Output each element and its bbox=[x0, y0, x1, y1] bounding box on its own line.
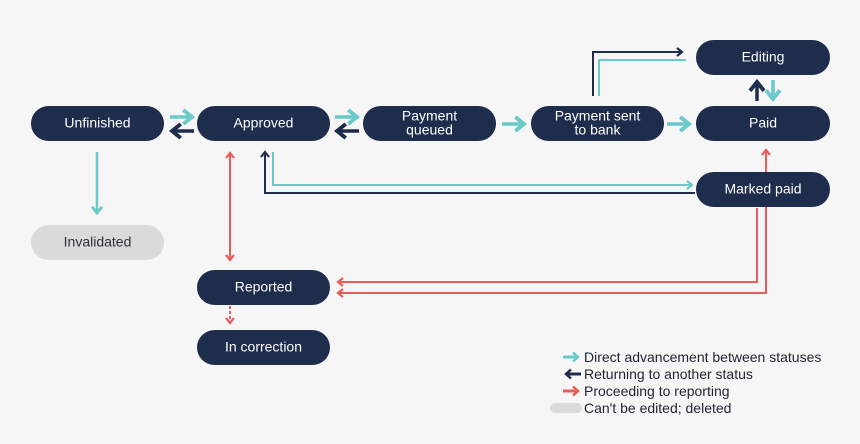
node-payment-sent: Payment sent to bank bbox=[531, 106, 664, 141]
legend-report-label: Proceeding to reporting bbox=[584, 382, 730, 399]
navy-arrow-icon bbox=[548, 368, 582, 380]
node-approved-label: Approved bbox=[234, 115, 294, 131]
node-payment-queued: Payment queued bbox=[363, 106, 496, 141]
legend-deleted-label: Can't be edited; deleted bbox=[584, 399, 732, 416]
grey-pill-icon bbox=[548, 402, 582, 414]
node-in-correction: In correction bbox=[197, 330, 330, 365]
node-paid-label: Paid bbox=[749, 115, 777, 131]
node-reported: Reported bbox=[197, 270, 330, 305]
arrow-markedpaid-to-approved bbox=[260, 150, 695, 194]
arrow-paid-to-reported bbox=[336, 148, 771, 298]
legend-advance: Direct advancement between statuses bbox=[548, 348, 821, 365]
node-payment-sent-label-2: to bank bbox=[575, 122, 622, 138]
node-editing-label: Editing bbox=[742, 49, 785, 65]
node-editing: Editing bbox=[696, 40, 830, 75]
arrow-sent-to-editing-navy bbox=[592, 47, 684, 96]
legend-advance-label: Direct advancement between statuses bbox=[584, 348, 822, 365]
node-marked-paid-label: Marked paid bbox=[724, 181, 801, 197]
node-invalidated-label: Invalidated bbox=[64, 234, 132, 250]
legend: Direct advancement between statuses Retu… bbox=[548, 348, 821, 416]
arrow-approved-to-markedpaid bbox=[272, 152, 694, 190]
node-payment-queued-label-1: Payment bbox=[402, 108, 457, 124]
node-approved: Approved bbox=[197, 106, 330, 141]
node-invalidated: Invalidated bbox=[31, 225, 164, 260]
legend-return: Returning to another status bbox=[548, 365, 821, 382]
legend-deleted: Can't be edited; deleted bbox=[548, 399, 821, 416]
node-payment-sent-label-1: Payment sent bbox=[555, 108, 641, 124]
node-reported-label: Reported bbox=[235, 279, 293, 295]
legend-return-label: Returning to another status bbox=[584, 365, 753, 382]
arrow-markedpaid-to-reported bbox=[336, 208, 758, 287]
legend-report: Proceeding to reporting bbox=[548, 382, 821, 399]
node-unfinished-label: Unfinished bbox=[64, 115, 130, 131]
node-payment-queued-label-2: queued bbox=[406, 122, 453, 138]
node-marked-paid: Marked paid bbox=[696, 172, 830, 207]
node-paid: Paid bbox=[696, 106, 830, 141]
node-unfinished: Unfinished bbox=[31, 106, 164, 141]
arrow-sent-to-editing-teal bbox=[598, 59, 686, 96]
teal-arrow-icon bbox=[548, 351, 582, 363]
node-in-correction-label: In correction bbox=[225, 339, 302, 355]
red-arrow-icon bbox=[548, 385, 582, 397]
